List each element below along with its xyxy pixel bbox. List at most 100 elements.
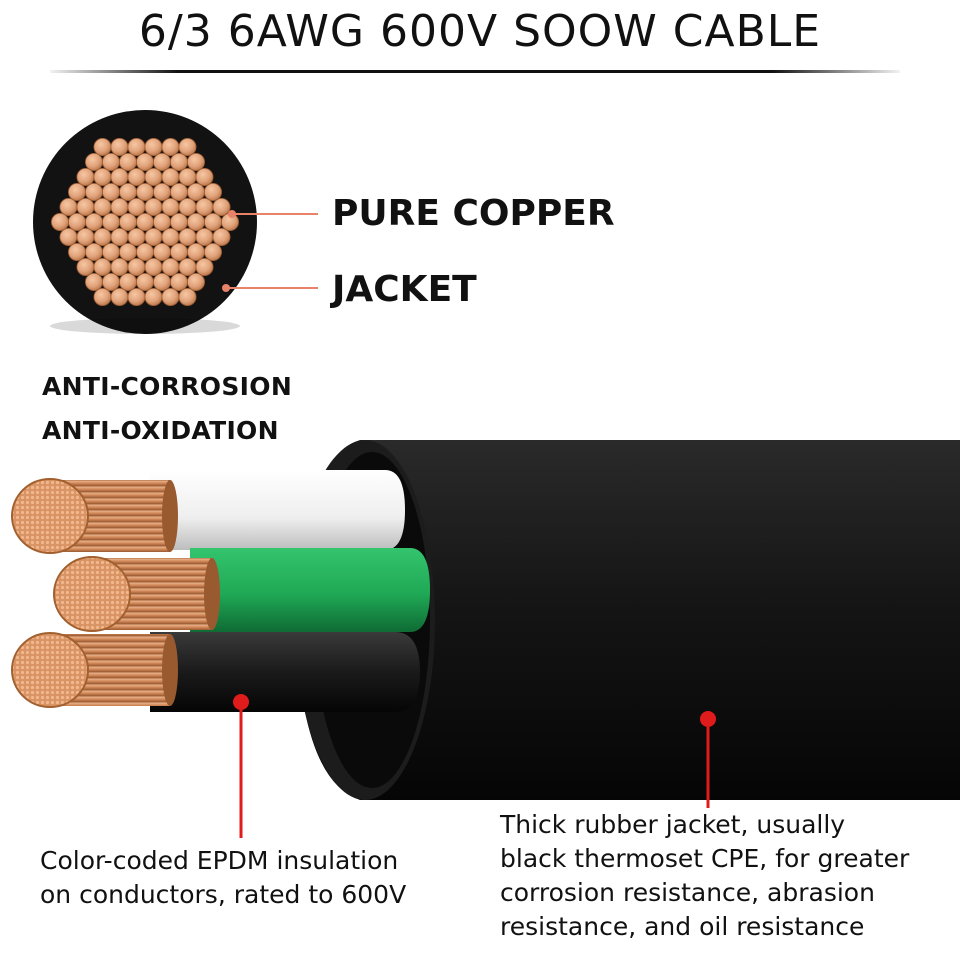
copper-strand [68,242,87,261]
copper-strand [110,167,129,186]
copper-strand [169,182,188,201]
copper-strand [93,197,112,216]
insulation-marker-dot [233,694,249,710]
copper-strand [161,287,180,306]
copper-end-top [11,478,89,554]
copper-strand [135,242,154,261]
copper-strand [127,137,146,156]
jacket-label: JACKET [332,269,477,310]
copper-strand [119,152,138,171]
anti-oxidation-label: ANTI-OXIDATION [42,416,279,445]
copper-strand [76,227,95,246]
copper-strand [152,152,171,171]
copper-end-middle [53,556,131,632]
copper-strand [144,287,163,306]
copper-strand [203,212,222,231]
copper-strand [178,257,197,276]
copper-strand [169,152,188,171]
copper-strand [203,242,222,261]
jacket-leader-dot [222,284,230,292]
black-insulation [150,632,420,712]
white-insulation [150,470,405,550]
jacket-description-line: Thick rubber jacket, usually [500,810,846,839]
copper-strand [85,242,104,261]
copper-strand [127,197,146,216]
copper-strand [195,197,214,216]
copper-strand [161,257,180,276]
copper-strand [152,242,171,261]
copper-strand [110,227,129,246]
copper-strand [102,242,121,261]
copper-strand [169,242,188,261]
copper-strand [161,227,180,246]
copper-strand [110,287,129,306]
jacket-description: Thick rubber jacket, usually black therm… [500,808,909,944]
copper-strand [186,272,205,291]
copper-strand [212,197,231,216]
copper-strand [135,152,154,171]
insulation-description-line: Color-coded EPDM insulation [40,846,399,875]
copper-strand [68,182,87,201]
copper-strand [85,212,104,231]
jacket-marker-dot [700,711,716,727]
copper-strand [169,212,188,231]
copper-strand [93,167,112,186]
copper-strand [203,182,222,201]
copper-strand [76,197,95,216]
jacket-description-line: black thermoset CPE, for greater [500,844,910,873]
copper-strand [76,167,95,186]
copper-strand [169,272,188,291]
copper-strand [186,152,205,171]
copper-strand [144,167,163,186]
copper-strand [93,287,112,306]
copper-strand [119,182,138,201]
title-underline [50,70,900,73]
copper-strand [85,152,104,171]
copper-strand [102,272,121,291]
insulation-description: Color-coded EPDM insulation on conductor… [40,844,406,912]
copper-strand [144,197,163,216]
copper-strand [127,227,146,246]
copper-strand [195,227,214,246]
copper-strand [144,227,163,246]
copper-strand [59,197,78,216]
copper-strand [144,137,163,156]
copper-strand [178,287,197,306]
cross-section [33,110,318,334]
copper-strand [102,152,121,171]
copper-strand [152,182,171,201]
copper-strand [110,257,129,276]
copper-strand [178,227,197,246]
copper-strand [195,167,214,186]
copper-strand [102,212,121,231]
copper-strand [161,137,180,156]
copper-strand [119,212,138,231]
copper-strand [178,137,197,156]
copper-strand [93,227,112,246]
copper-strand [127,257,146,276]
copper-strand [68,212,87,231]
outer-jacket [296,440,960,800]
anti-corrosion-label: ANTI-CORROSION [42,372,293,401]
copper-end-bottom [11,632,89,708]
jacket-description-line: resistance, and oil resistance [500,912,865,941]
copper-strand [135,212,154,231]
cable-side-view [11,440,960,838]
copper-strand [119,272,138,291]
copper-strand [212,227,231,246]
green-insulation [190,548,430,632]
copper-strand [152,212,171,231]
copper-strand [186,182,205,201]
jacket-description-line: corrosion resistance, abrasion [500,878,875,907]
insulation-description-line: on conductors, rated to 600V [40,880,407,909]
copper-strand [161,167,180,186]
copper-strand [135,272,154,291]
copper-strand [178,167,197,186]
copper-strand [85,182,104,201]
copper-strand [110,137,129,156]
copper-strand-bundle [51,137,239,306]
copper-leader-dot [228,210,236,218]
copper-strand [186,212,205,231]
copper-strand [76,257,95,276]
